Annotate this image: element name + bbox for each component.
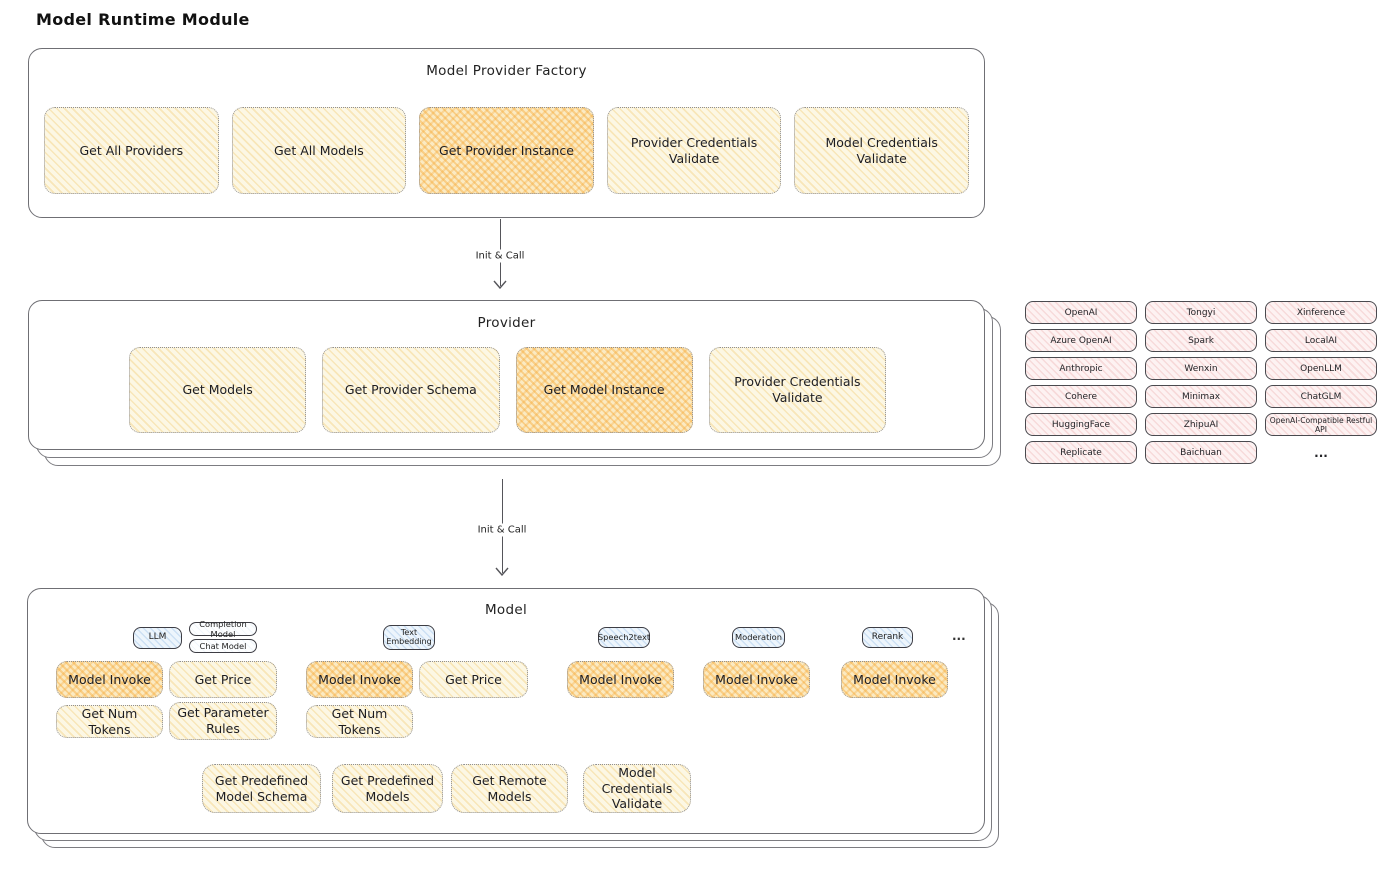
tab-speech2text: Speech2text bbox=[598, 627, 650, 648]
op-get-models: Get Models bbox=[129, 347, 307, 433]
op-embedding-get-price: Get Price bbox=[419, 661, 528, 698]
provider-cell-chatglm: ChatGLM bbox=[1265, 385, 1377, 408]
op-moderation-model-invoke: Model Invoke bbox=[703, 661, 810, 698]
factory-ops-row: Get All Providers Get All Models Get Pro… bbox=[44, 107, 969, 194]
provider-ops-row: Get Models Get Provider Schema Get Model… bbox=[129, 347, 886, 433]
tab-moderation: Moderation bbox=[732, 627, 785, 648]
provider-cell-xinference: Xinference bbox=[1265, 301, 1377, 324]
provider-title: Provider bbox=[477, 315, 536, 331]
provider-cell-openai-compatible: OpenAI-Compatible Restful API bbox=[1265, 413, 1377, 436]
provider-cell-more: ... bbox=[1314, 445, 1328, 460]
arrow-provider-to-model: Init & Call bbox=[446, 479, 558, 580]
op-llm-get-num-tokens: Get Num Tokens bbox=[56, 705, 163, 738]
op-llm-get-parameter-rules: Get Parameter Rules bbox=[169, 702, 277, 740]
op-llm-get-price: Get Price bbox=[169, 661, 277, 698]
provider-cell-replicate: Replicate bbox=[1025, 441, 1137, 464]
op-provider-credentials-validate-2: Provider Credentials Validate bbox=[708, 347, 886, 433]
page-title: Model Runtime Module bbox=[36, 10, 250, 29]
tab-chat-model: Chat Model bbox=[189, 639, 257, 653]
provider-cell-huggingface: HuggingFace bbox=[1025, 413, 1137, 436]
tab-more: ... bbox=[952, 629, 966, 643]
tab-completion-model: Completion Model bbox=[189, 619, 257, 639]
provider-cell-spark: Spark bbox=[1145, 329, 1257, 352]
op-get-all-providers: Get All Providers bbox=[44, 107, 219, 194]
arrow-label: Init & Call bbox=[472, 523, 532, 536]
provider-cell-tongyi: Tongyi bbox=[1145, 301, 1257, 324]
provider-panel: Provider Get Models Get Provider Schema … bbox=[28, 300, 985, 450]
op-get-remote-models: Get Remote Models bbox=[451, 764, 568, 813]
op-get-predefined-models: Get Predefined Models bbox=[332, 764, 443, 813]
tab-rerank: Rerank bbox=[862, 627, 913, 648]
op-get-provider-instance: Get Provider Instance bbox=[419, 107, 594, 194]
op-get-provider-schema: Get Provider Schema bbox=[322, 347, 500, 433]
op-get-model-instance: Get Model Instance bbox=[515, 347, 693, 433]
factory-title: Model Provider Factory bbox=[426, 63, 587, 79]
op-model-credentials-validate: Model Credentials Validate bbox=[794, 107, 969, 194]
provider-cell-anthropic: Anthropic bbox=[1025, 357, 1137, 380]
arrow-label: Init & Call bbox=[470, 249, 530, 263]
tab-llm: LLM bbox=[133, 627, 182, 649]
provider-cell-azure-openai: Azure OpenAI bbox=[1025, 329, 1137, 352]
tab-text-embedding: Text Embedding bbox=[383, 625, 435, 650]
model-panel: Model LLM Completion Model Chat Model Te… bbox=[27, 588, 985, 834]
op-rerank-model-invoke: Model Invoke bbox=[841, 661, 948, 698]
op-embedding-model-invoke: Model Invoke bbox=[306, 661, 413, 698]
provider-cell-openllm: OpenLLM bbox=[1265, 357, 1377, 380]
arrow-factory-to-provider: Init & Call bbox=[444, 219, 556, 293]
provider-cell-baichuan: Baichuan bbox=[1145, 441, 1257, 464]
factory-panel: Model Provider Factory Get All Providers… bbox=[28, 48, 985, 218]
provider-cell-zhipuai: ZhipuAI bbox=[1145, 413, 1257, 436]
op-llm-model-invoke: Model Invoke bbox=[56, 661, 163, 698]
arrow-head-icon bbox=[493, 274, 507, 293]
op-get-all-models: Get All Models bbox=[231, 107, 407, 194]
provider-cell-localai: LocalAI bbox=[1265, 329, 1377, 352]
arrow-head-icon bbox=[495, 561, 509, 580]
op-embedding-get-num-tokens: Get Num Tokens bbox=[306, 705, 413, 738]
op-provider-credentials-validate: Provider Credentials Validate bbox=[606, 107, 782, 194]
provider-cell-minimax: Minimax bbox=[1145, 385, 1257, 408]
provider-cell-cohere: Cohere bbox=[1025, 385, 1137, 408]
provider-cell-openai: OpenAI bbox=[1025, 301, 1137, 324]
op-get-predefined-model-schema: Get Predefined Model Schema bbox=[202, 764, 321, 813]
provider-cell-wenxin: Wenxin bbox=[1145, 357, 1257, 380]
op-model-credentials-validate-2: Model Credentials Validate bbox=[583, 764, 691, 813]
model-title: Model bbox=[484, 602, 528, 618]
op-speech2text-model-invoke: Model Invoke bbox=[567, 661, 674, 698]
provider-name-grid: OpenAI Tongyi Xinference Azure OpenAI Sp… bbox=[1025, 301, 1377, 464]
